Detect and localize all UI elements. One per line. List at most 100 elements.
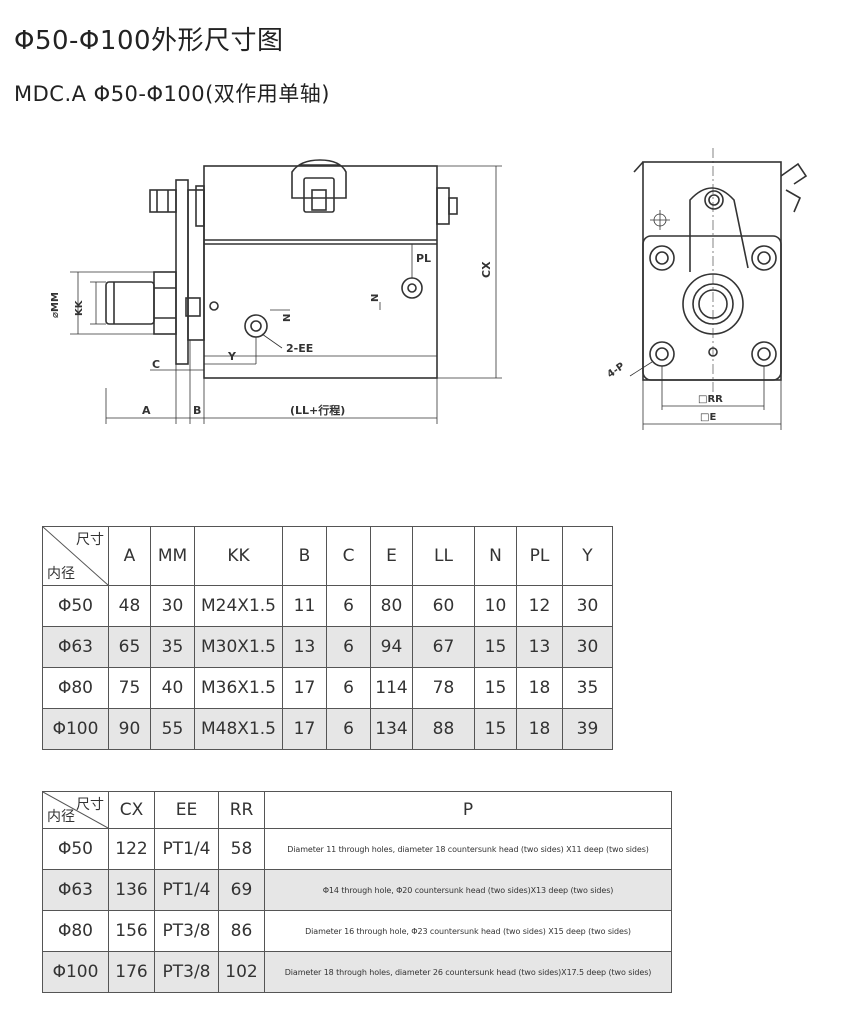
table-cell: 102 (218, 951, 265, 993)
table-cell: 10 (474, 585, 517, 627)
front-plate (175, 179, 189, 365)
table-cell: 30 (150, 585, 195, 627)
table-cell: 15 (474, 708, 517, 750)
table-cell: PT1/4 (154, 869, 219, 911)
corner-top-label: 尺寸 (76, 797, 104, 813)
table-cell: 35 (562, 667, 613, 709)
table-row: Φ80 156 PT3/8 86 Diameter 16 through hol… (42, 910, 672, 952)
table-cell: 18 (516, 708, 563, 750)
table-cell: PT1/4 (154, 828, 219, 870)
table-cell: Φ80 (42, 667, 109, 709)
label-rr: □RR (698, 394, 723, 405)
table-cell: 75 (108, 667, 151, 709)
table-row: Φ63 65 35 M30X1.5 13 6 94 67 15 13 30 (42, 626, 613, 668)
corner-bottom-label: 内径 (47, 566, 75, 582)
label-cx: CX (480, 261, 493, 278)
table-cell: 18 (516, 667, 563, 709)
table-cell: 134 (370, 708, 413, 750)
table-cell: M48X1.5 (194, 708, 283, 750)
table-cell: 30 (562, 585, 613, 627)
table-cell: Φ63 (42, 869, 109, 911)
table-cell: Φ80 (42, 910, 109, 952)
table-cell: 39 (562, 708, 613, 750)
front-view-arm (689, 187, 749, 272)
table-cell: Φ100 (42, 951, 109, 993)
table-cell: 11 (282, 585, 327, 627)
label-c: C (152, 358, 160, 371)
table-cell: 94 (370, 626, 413, 668)
table-header-row: 尺寸 内径 A MM KK B C E LL N PL Y (42, 526, 613, 586)
table-cell: Φ50 (42, 585, 109, 627)
header-cell: MM (150, 526, 195, 586)
table-cell: Φ100 (42, 708, 109, 750)
label-n-left: N (282, 314, 293, 322)
table-cell: 67 (412, 626, 475, 668)
label-mm: ⌀MM (50, 292, 61, 318)
table-cell: 156 (108, 910, 155, 952)
corner-cell: 尺寸 内径 (42, 791, 109, 829)
table-cell: 12 (516, 585, 563, 627)
table-cell: 122 (108, 828, 155, 870)
table-cell: 86 (218, 910, 265, 952)
header-cell: E (370, 526, 413, 586)
label-p: 4-P (605, 361, 626, 381)
corner-top-label: 尺寸 (76, 532, 104, 548)
table-row: Φ100 176 PT3/8 102 Diameter 18 through h… (42, 951, 672, 993)
corner-bottom-label: 内径 (47, 809, 75, 825)
label-ll: (LL+行程) (290, 403, 345, 417)
table-cell: M36X1.5 (194, 667, 283, 709)
header-cell: KK (194, 526, 283, 586)
table-cell-p: Φ14 through hole, Φ20 countersunk head (… (264, 869, 672, 911)
label-y: Y (227, 350, 237, 363)
port-ee (244, 314, 268, 338)
table-cell: 15 (474, 626, 517, 668)
table-cell: 114 (370, 667, 413, 709)
table-cell: 17 (282, 667, 327, 709)
header-cell: N (474, 526, 517, 586)
table-row: Φ50 48 30 M24X1.5 11 6 80 60 10 12 30 (42, 585, 613, 627)
table-cell: 60 (412, 585, 475, 627)
label-e: □E (700, 412, 716, 423)
header-cell: P (264, 791, 672, 829)
label-ee: 2-EE (286, 342, 313, 355)
dimension-table-1: 尺寸 内径 A MM KK B C E LL N PL Y Φ50 48 30 … (42, 526, 613, 750)
header-cell: PL (516, 526, 563, 586)
table-cell: 176 (108, 951, 155, 993)
header-cell: RR (218, 791, 265, 829)
piston-rod (105, 281, 155, 325)
table-cell: 13 (516, 626, 563, 668)
header-cell: A (108, 526, 151, 586)
top-clamp (291, 159, 347, 199)
corner-cell: 尺寸 内径 (42, 526, 109, 586)
table-cell: 35 (150, 626, 195, 668)
technical-drawing: ⌀MM KK PL CX N N 2-EE Y C A B (LL+行程) 4-… (50, 148, 808, 430)
label-a: A (142, 404, 151, 417)
table-cell-p: Diameter 16 through hole, Φ23 countersun… (264, 910, 672, 952)
port-pl (401, 277, 423, 299)
header-cell: EE (154, 791, 219, 829)
table-cell: M30X1.5 (194, 626, 283, 668)
header-cell: B (282, 526, 327, 586)
table-cell: 17 (282, 708, 327, 750)
table-cell: 48 (108, 585, 151, 627)
table-cell: 30 (562, 626, 613, 668)
table-cell: 65 (108, 626, 151, 668)
header-cell: C (326, 526, 371, 586)
dimension-table-2: 尺寸 内径 CX EE RR P Φ50 122 PT1/4 58 Diamet… (42, 791, 672, 993)
header-cell: CX (108, 791, 155, 829)
table-cell: 55 (150, 708, 195, 750)
table-cell-p: Diameter 11 through holes, diameter 18 c… (264, 828, 672, 870)
table-cell: 58 (218, 828, 265, 870)
label-n-right: N (370, 294, 381, 302)
table-cell: M24X1.5 (194, 585, 283, 627)
table-cell: 136 (108, 869, 155, 911)
page-title: Φ50-Φ100外形尺寸图 (14, 26, 284, 56)
table-cell: 88 (412, 708, 475, 750)
table-cell: 40 (150, 667, 195, 709)
rod-nut (153, 271, 177, 335)
table-cell: 78 (412, 667, 475, 709)
table-cell: Φ50 (42, 828, 109, 870)
table-cell: 6 (326, 626, 371, 668)
table-cell: 90 (108, 708, 151, 750)
table-cell: 69 (218, 869, 265, 911)
